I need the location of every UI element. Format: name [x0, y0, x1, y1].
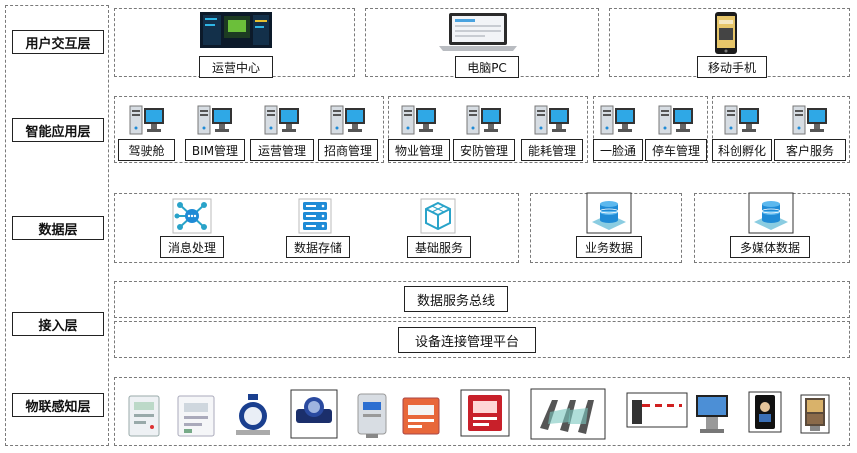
info-display-kiosk-icon	[800, 394, 830, 434]
mobile-phone-icon	[715, 12, 737, 54]
app-group-3	[593, 96, 708, 163]
multimedia-data-label: 多媒体数据	[730, 236, 810, 258]
computer-icon	[264, 104, 300, 136]
computer-icon	[466, 104, 502, 136]
red-panel-meter-icon	[460, 389, 510, 437]
app-item-label: BIM管理	[185, 139, 245, 161]
computer-icon	[534, 104, 570, 136]
layer-label-smart-app: 智能应用层	[12, 118, 104, 142]
power-meter-icon	[402, 397, 440, 435]
computer-icon	[401, 104, 437, 136]
mobile-label: 移动手机	[697, 56, 767, 78]
app-item-label: 驾驶舱	[118, 139, 175, 161]
pc-label: 电脑PC	[455, 56, 519, 78]
device-platform-box	[114, 321, 850, 358]
ops-center-screen-icon	[200, 12, 272, 48]
app-group-2	[388, 96, 588, 163]
layer-column-frame	[5, 5, 109, 446]
server-stack-icon	[298, 198, 332, 234]
layer-label-user-interaction: 用户交互层	[12, 30, 104, 54]
computer-icon	[658, 104, 694, 136]
basic-service-label: 基础服务	[407, 236, 471, 258]
water-meter-icon	[236, 394, 270, 436]
iot-device-box	[114, 377, 850, 446]
app-item-label: 能耗管理	[521, 139, 583, 161]
app-item-label: 客户服务	[774, 139, 846, 161]
app-item-label: 科创孵化	[712, 139, 772, 161]
computer-icon	[724, 104, 760, 136]
computer-icon	[129, 104, 165, 136]
computer-icon	[197, 104, 233, 136]
message-processing-label: 消息处理	[160, 236, 224, 258]
layer-label-iot: 物联感知层	[12, 393, 104, 417]
electric-meter-icon	[128, 395, 160, 437]
app-item-label: 运营管理	[250, 139, 314, 161]
computer-icon	[792, 104, 828, 136]
layer-label-data: 数据层	[12, 216, 104, 240]
computer-icon	[330, 104, 366, 136]
data-service-bus-label: 数据服务总线	[404, 286, 508, 312]
app-item-label: 安防管理	[453, 139, 515, 161]
app-group-4	[712, 96, 850, 163]
message-hub-icon	[172, 198, 212, 234]
turnstile-gate-icon	[530, 388, 606, 440]
flow-meter-icon	[290, 389, 338, 439]
media-database-icon	[748, 192, 794, 234]
cube-icon	[420, 198, 456, 234]
data-storage-label: 数据存储	[286, 236, 350, 258]
face-recognition-terminal-icon	[748, 391, 782, 433]
parking-barrier-icon	[626, 392, 688, 428]
app-item-label: 招商管理	[318, 139, 378, 161]
database-stack-icon	[586, 192, 632, 234]
laptop-icon	[437, 12, 519, 52]
layer-label-access: 接入层	[12, 312, 104, 336]
kiosk-terminal-icon	[694, 393, 730, 435]
app-item-label: 一脸通	[593, 139, 643, 161]
app-item-label: 停车管理	[645, 139, 707, 161]
app-item-label: 物业管理	[388, 139, 450, 161]
device-connection-platform-label: 设备连接管理平台	[398, 327, 536, 353]
business-data-label: 业务数据	[576, 236, 642, 258]
computer-icon	[600, 104, 636, 136]
energy-meter-icon	[177, 395, 215, 437]
gas-meter-icon	[356, 392, 388, 438]
data-service-group	[114, 193, 519, 263]
app-group-1	[114, 96, 384, 163]
data-bus-box	[114, 281, 850, 318]
ops-center-label: 运营中心	[199, 56, 273, 78]
